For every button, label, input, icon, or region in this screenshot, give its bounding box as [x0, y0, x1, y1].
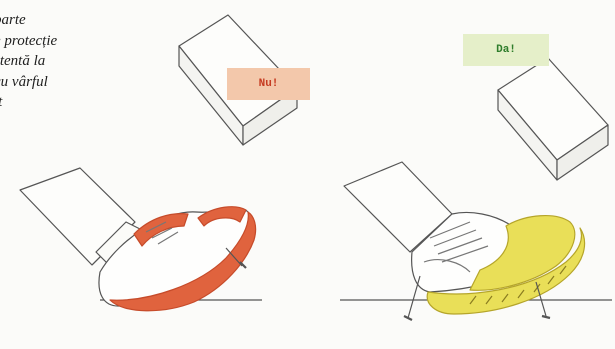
- right-scene: [340, 58, 612, 320]
- caption-line: parte: [0, 10, 134, 31]
- yes-label: Da!: [463, 34, 549, 66]
- caption-line: ît: [0, 92, 134, 113]
- caption-line: stentă la: [0, 51, 134, 72]
- falling-brick-right: [498, 58, 608, 180]
- caption-line: cu vârful: [0, 72, 134, 93]
- caption-line: e protecție: [0, 31, 134, 52]
- no-label: Nu!: [227, 68, 310, 100]
- caption-text: parte e protecție stentă la cu vârful ît: [0, 10, 134, 113]
